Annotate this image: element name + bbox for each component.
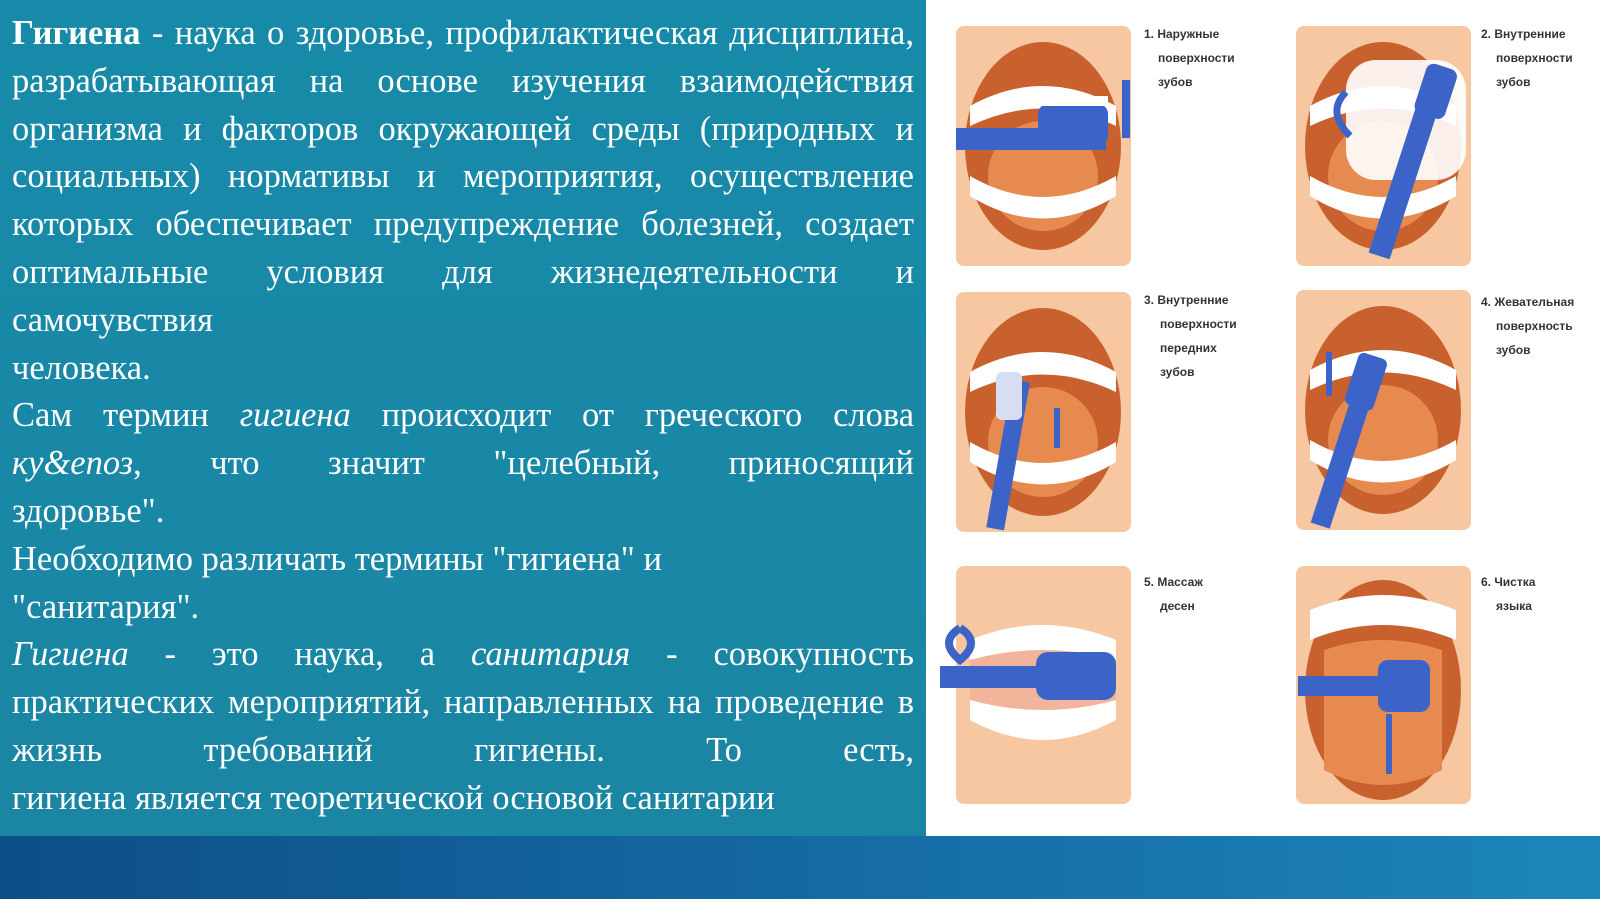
- step-2-label-line: 2. Внутренние: [1481, 27, 1566, 41]
- comparison-block: Гигиена - это наука, а санитария - совок…: [12, 631, 914, 774]
- step-4-illustration: [1296, 290, 1471, 530]
- step-6-label-line: языка: [1496, 599, 1532, 613]
- step-5-label: 5. Массаж десен: [1144, 575, 1203, 613]
- step-4-label-line: зубов: [1496, 343, 1530, 357]
- definition-block: Гигиена - наука о здоровье, профилактиче…: [12, 10, 914, 345]
- etymology-tail: , что значит "целебный, приносящий: [133, 444, 914, 483]
- step-4-label-line: поверхность: [1496, 319, 1573, 333]
- step-1-label-line: 1. Наружные: [1144, 27, 1220, 41]
- step-1-illustration: [956, 26, 1131, 266]
- term-hygiene-compare: Гигиена: [12, 635, 129, 674]
- step-6-illustration: [1296, 566, 1471, 804]
- term-sanitation: санитария: [471, 635, 631, 674]
- definition-end: человека.: [12, 348, 151, 387]
- etymology-end: здоровье".: [12, 491, 165, 530]
- step-3-label: 3. Внутренние поверхности передних зубов: [1144, 293, 1237, 379]
- term-hygiene-bold: Гигиена: [12, 14, 141, 52]
- etymology-lead: Сам термин: [12, 396, 240, 435]
- etymology-mid: происходит от греческого слова: [350, 396, 915, 435]
- step-5-label-line: десен: [1160, 599, 1195, 613]
- step-1-label-line: поверхности: [1158, 51, 1235, 65]
- step-3-label-line: поверхности: [1160, 317, 1237, 331]
- step-6-label-line: 6. Чистка: [1481, 575, 1536, 589]
- paragraph-definition: Гигиена - наука о здоровье, профилактиче…: [12, 10, 914, 392]
- comparison-mid-1: - это наука, а: [128, 635, 471, 674]
- distinguish-line-2: "санитария".: [12, 587, 200, 626]
- step-4-label: 4. Жевательная поверхность зубов: [1481, 295, 1574, 357]
- bottom-band: [0, 836, 1600, 899]
- greek-word: ку&епоз: [12, 444, 134, 483]
- step-2-illustration: [1296, 26, 1471, 266]
- term-hygiene-italic: гигиена: [239, 396, 351, 435]
- step-2-label: 2. Внутренние поверхности зубов: [1481, 27, 1573, 89]
- paragraph-etymology: Сам термин гигиена происходит от греческ…: [12, 392, 914, 535]
- step-2-label-line: поверхности: [1496, 51, 1573, 65]
- toothbrushing-figure: 1. Наружные поверхности зубов 2. Внутренни…: [926, 0, 1600, 836]
- step-1-label: 1. Наружные поверхности зубов: [1144, 27, 1235, 89]
- paragraph-comparison: Гигиена - это наука, а санитария - совок…: [12, 631, 914, 822]
- distinguish-line-1: Необходимо различать термины "гигиена" и: [12, 539, 662, 578]
- etymology-block: Сам термин гигиена происходит от греческ…: [12, 392, 914, 488]
- toothbrushing-illustration: 1. Наружные поверхности зубов 2. Внутренни…: [940, 26, 1574, 804]
- step-5-label-line: 5. Массаж: [1144, 575, 1203, 589]
- step-3-label-line: передних: [1160, 341, 1217, 355]
- step-3-label-line: зубов: [1160, 365, 1194, 379]
- step-3-label-line: 3. Внутренние: [1144, 293, 1229, 307]
- text-panel: Гигиена - наука о здоровье, профилактиче…: [0, 0, 926, 836]
- step-5-illustration: [940, 566, 1131, 804]
- text-body: Гигиена - наука о здоровье, профилактиче…: [12, 10, 914, 823]
- definition-text: - наука о здоровье, профилактическая дис…: [12, 14, 914, 339]
- step-2-label-line: зубов: [1496, 75, 1530, 89]
- step-1-label-line: зубов: [1158, 75, 1192, 89]
- comparison-last: гигиена является теоретической основой с…: [12, 778, 775, 817]
- step-3-illustration: [956, 292, 1131, 532]
- comparison-mid-2: - совокупность практических мероприятий,…: [12, 635, 914, 769]
- step-6-label: 6. Чистка языка: [1481, 575, 1536, 613]
- paragraph-distinguish: Необходимо различать термины "гигиена" и…: [12, 536, 914, 632]
- step-4-label-line: 4. Жевательная: [1481, 295, 1574, 309]
